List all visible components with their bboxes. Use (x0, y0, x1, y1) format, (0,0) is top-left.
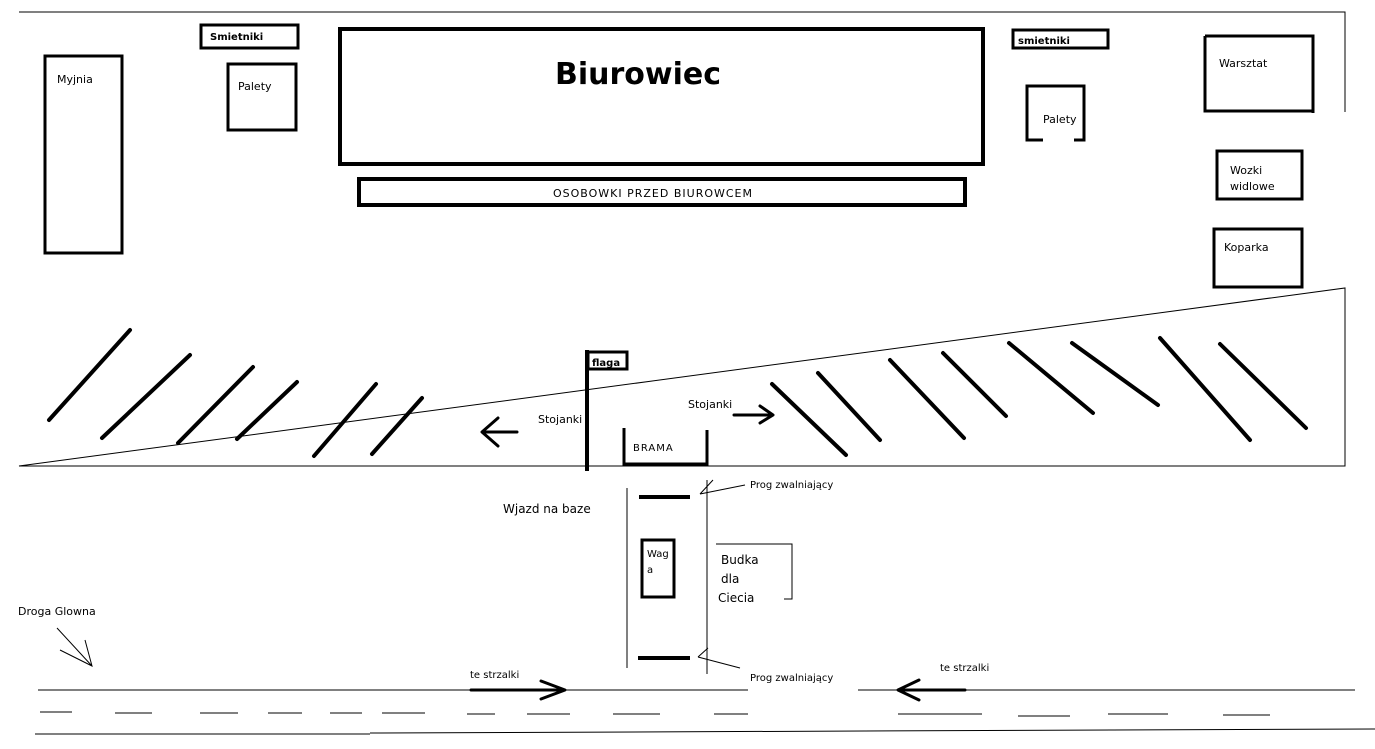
droga-pointer (56, 627, 93, 667)
warsztat-label: Warsztat (1219, 57, 1268, 70)
waga-label-line1: Wag (647, 549, 669, 560)
road-arrow-right (469, 679, 567, 701)
parking-stall-line (176, 365, 255, 445)
smietniki-left-label: Smietniki (210, 32, 263, 43)
budka-label-line3: Ciecia (718, 591, 754, 605)
budka-label-line1: Budka (721, 553, 759, 567)
osobowki-box (357, 177, 967, 207)
wozki-widlowe-box (1215, 149, 1304, 201)
parking-stall-line (370, 396, 424, 456)
smietniki-left-box (199, 23, 300, 50)
biurowiec-label: Biurowiec (555, 57, 721, 92)
parking-stall-line (47, 328, 132, 422)
parking-stalls-right (770, 336, 1308, 457)
flag-box (586, 350, 629, 371)
waga-label-line2: a (647, 565, 653, 576)
waga-box (640, 538, 676, 599)
base-boundary (18, 11, 1346, 467)
brama-label: BRAMA (633, 443, 674, 454)
brama-gate (622, 428, 709, 466)
biurowiec-box (338, 27, 985, 166)
parking-stalls-left (47, 328, 424, 458)
main-road-bottom-edge-right (369, 728, 1375, 734)
speed-bump-bottom-pointer (697, 647, 741, 669)
koparka-box (1212, 227, 1304, 289)
parking-stall-line (1218, 342, 1308, 430)
stojanki-left-arrow (480, 416, 519, 448)
smietniki-right-label: smietniki (1018, 36, 1070, 47)
myjnia-box (43, 54, 124, 255)
warsztat-box (1203, 34, 1315, 113)
parking-stall-line (941, 351, 1008, 418)
road-arrow-left (896, 678, 967, 702)
parking-stall-line (1007, 341, 1095, 415)
parking-stall-line (1070, 341, 1160, 407)
smietniki-right-box (1011, 28, 1110, 50)
wjazd-label: Wjazd na baze (503, 502, 591, 516)
stojanki-right-label: Stojanki (688, 398, 732, 411)
prog-top-label: Prog zwalniający (750, 480, 833, 491)
palety-right-label: Palety (1043, 113, 1077, 126)
parking-stall-line (235, 380, 299, 441)
te-strzalki-right-label: te strzalki (940, 663, 989, 674)
parking-stall-line (100, 353, 192, 440)
flag-label: flaga (592, 358, 620, 369)
osobowki-label: OSOBOWKI PRZED BIUROWCEM (553, 187, 753, 200)
budka-box (716, 543, 793, 600)
budka-label-line2: dla (721, 572, 739, 586)
te-strzalki-left-label: te strzalki (470, 670, 519, 681)
droga-label: Droga Glowna (18, 605, 96, 618)
myjnia-label: Myjnia (57, 73, 93, 86)
lane-dashes (40, 711, 1270, 717)
speed-bump-top-pointer (699, 479, 746, 495)
stojanki-right-arrow (732, 404, 775, 425)
palety-right-box (1025, 84, 1086, 142)
parking-stall-line (312, 382, 378, 458)
palety-left-label: Palety (238, 80, 272, 93)
prog-bottom-label: Prog zwalniający (750, 673, 833, 684)
wozki-label-line2: widlowe (1230, 180, 1275, 193)
parking-stall-line (1158, 336, 1252, 442)
parking-stall-line (770, 382, 848, 457)
koparka-label: Koparka (1224, 241, 1269, 254)
stojanki-left-label: Stojanki (538, 413, 582, 426)
wozki-label-line1: Wozki (1230, 164, 1262, 177)
parking-stall-line (816, 371, 882, 442)
parking-stall-line (888, 358, 966, 440)
palety-left-box (226, 62, 298, 132)
